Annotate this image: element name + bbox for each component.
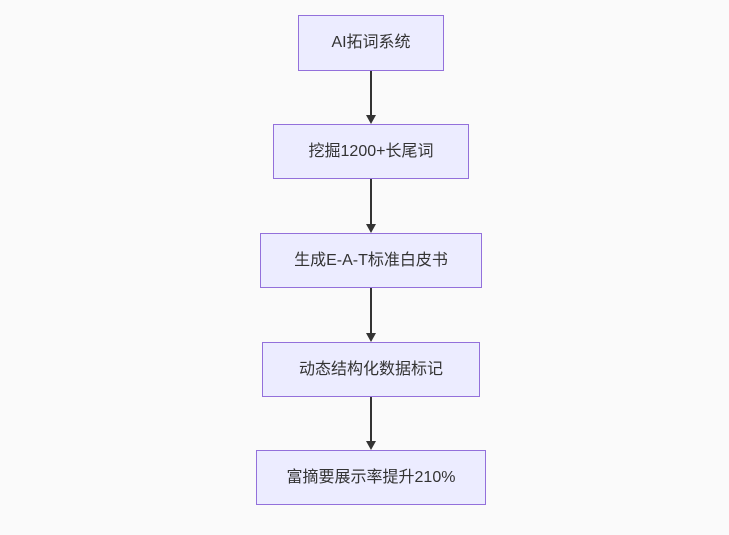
arrow-down-icon: [366, 333, 376, 342]
edge-line: [370, 397, 372, 441]
arrow-down-icon: [366, 115, 376, 124]
arrow-down-icon: [366, 441, 376, 450]
flowchart-node-longtail-words: 挖掘1200+长尾词: [273, 124, 469, 179]
arrow-down-icon: [366, 224, 376, 233]
flowchart-node-rich-snippet-result: 富摘要展示率提升210%: [256, 450, 486, 505]
node-label: AI拓词系统: [331, 34, 411, 51]
node-label: 生成E-A-T标准白皮书: [294, 251, 448, 269]
flow-edge-3: [365, 288, 377, 342]
edge-line: [370, 179, 372, 224]
edge-line: [370, 288, 372, 333]
flow-edge-4: [365, 397, 377, 450]
node-label: 富摘要展示率提升210%: [286, 468, 456, 486]
node-label: 动态结构化数据标记: [298, 360, 443, 378]
flowchart-node-ai-system: AI拓词系统: [298, 15, 444, 71]
flowchart-node-eat-whitepaper: 生成E-A-T标准白皮书: [260, 233, 482, 288]
edge-line: [370, 71, 372, 115]
flow-edge-2: [365, 179, 377, 233]
node-label: 挖掘1200+长尾词: [308, 142, 434, 160]
flowchart-node-structured-data: 动态结构化数据标记: [262, 342, 480, 397]
flow-edge-1: [365, 71, 377, 124]
